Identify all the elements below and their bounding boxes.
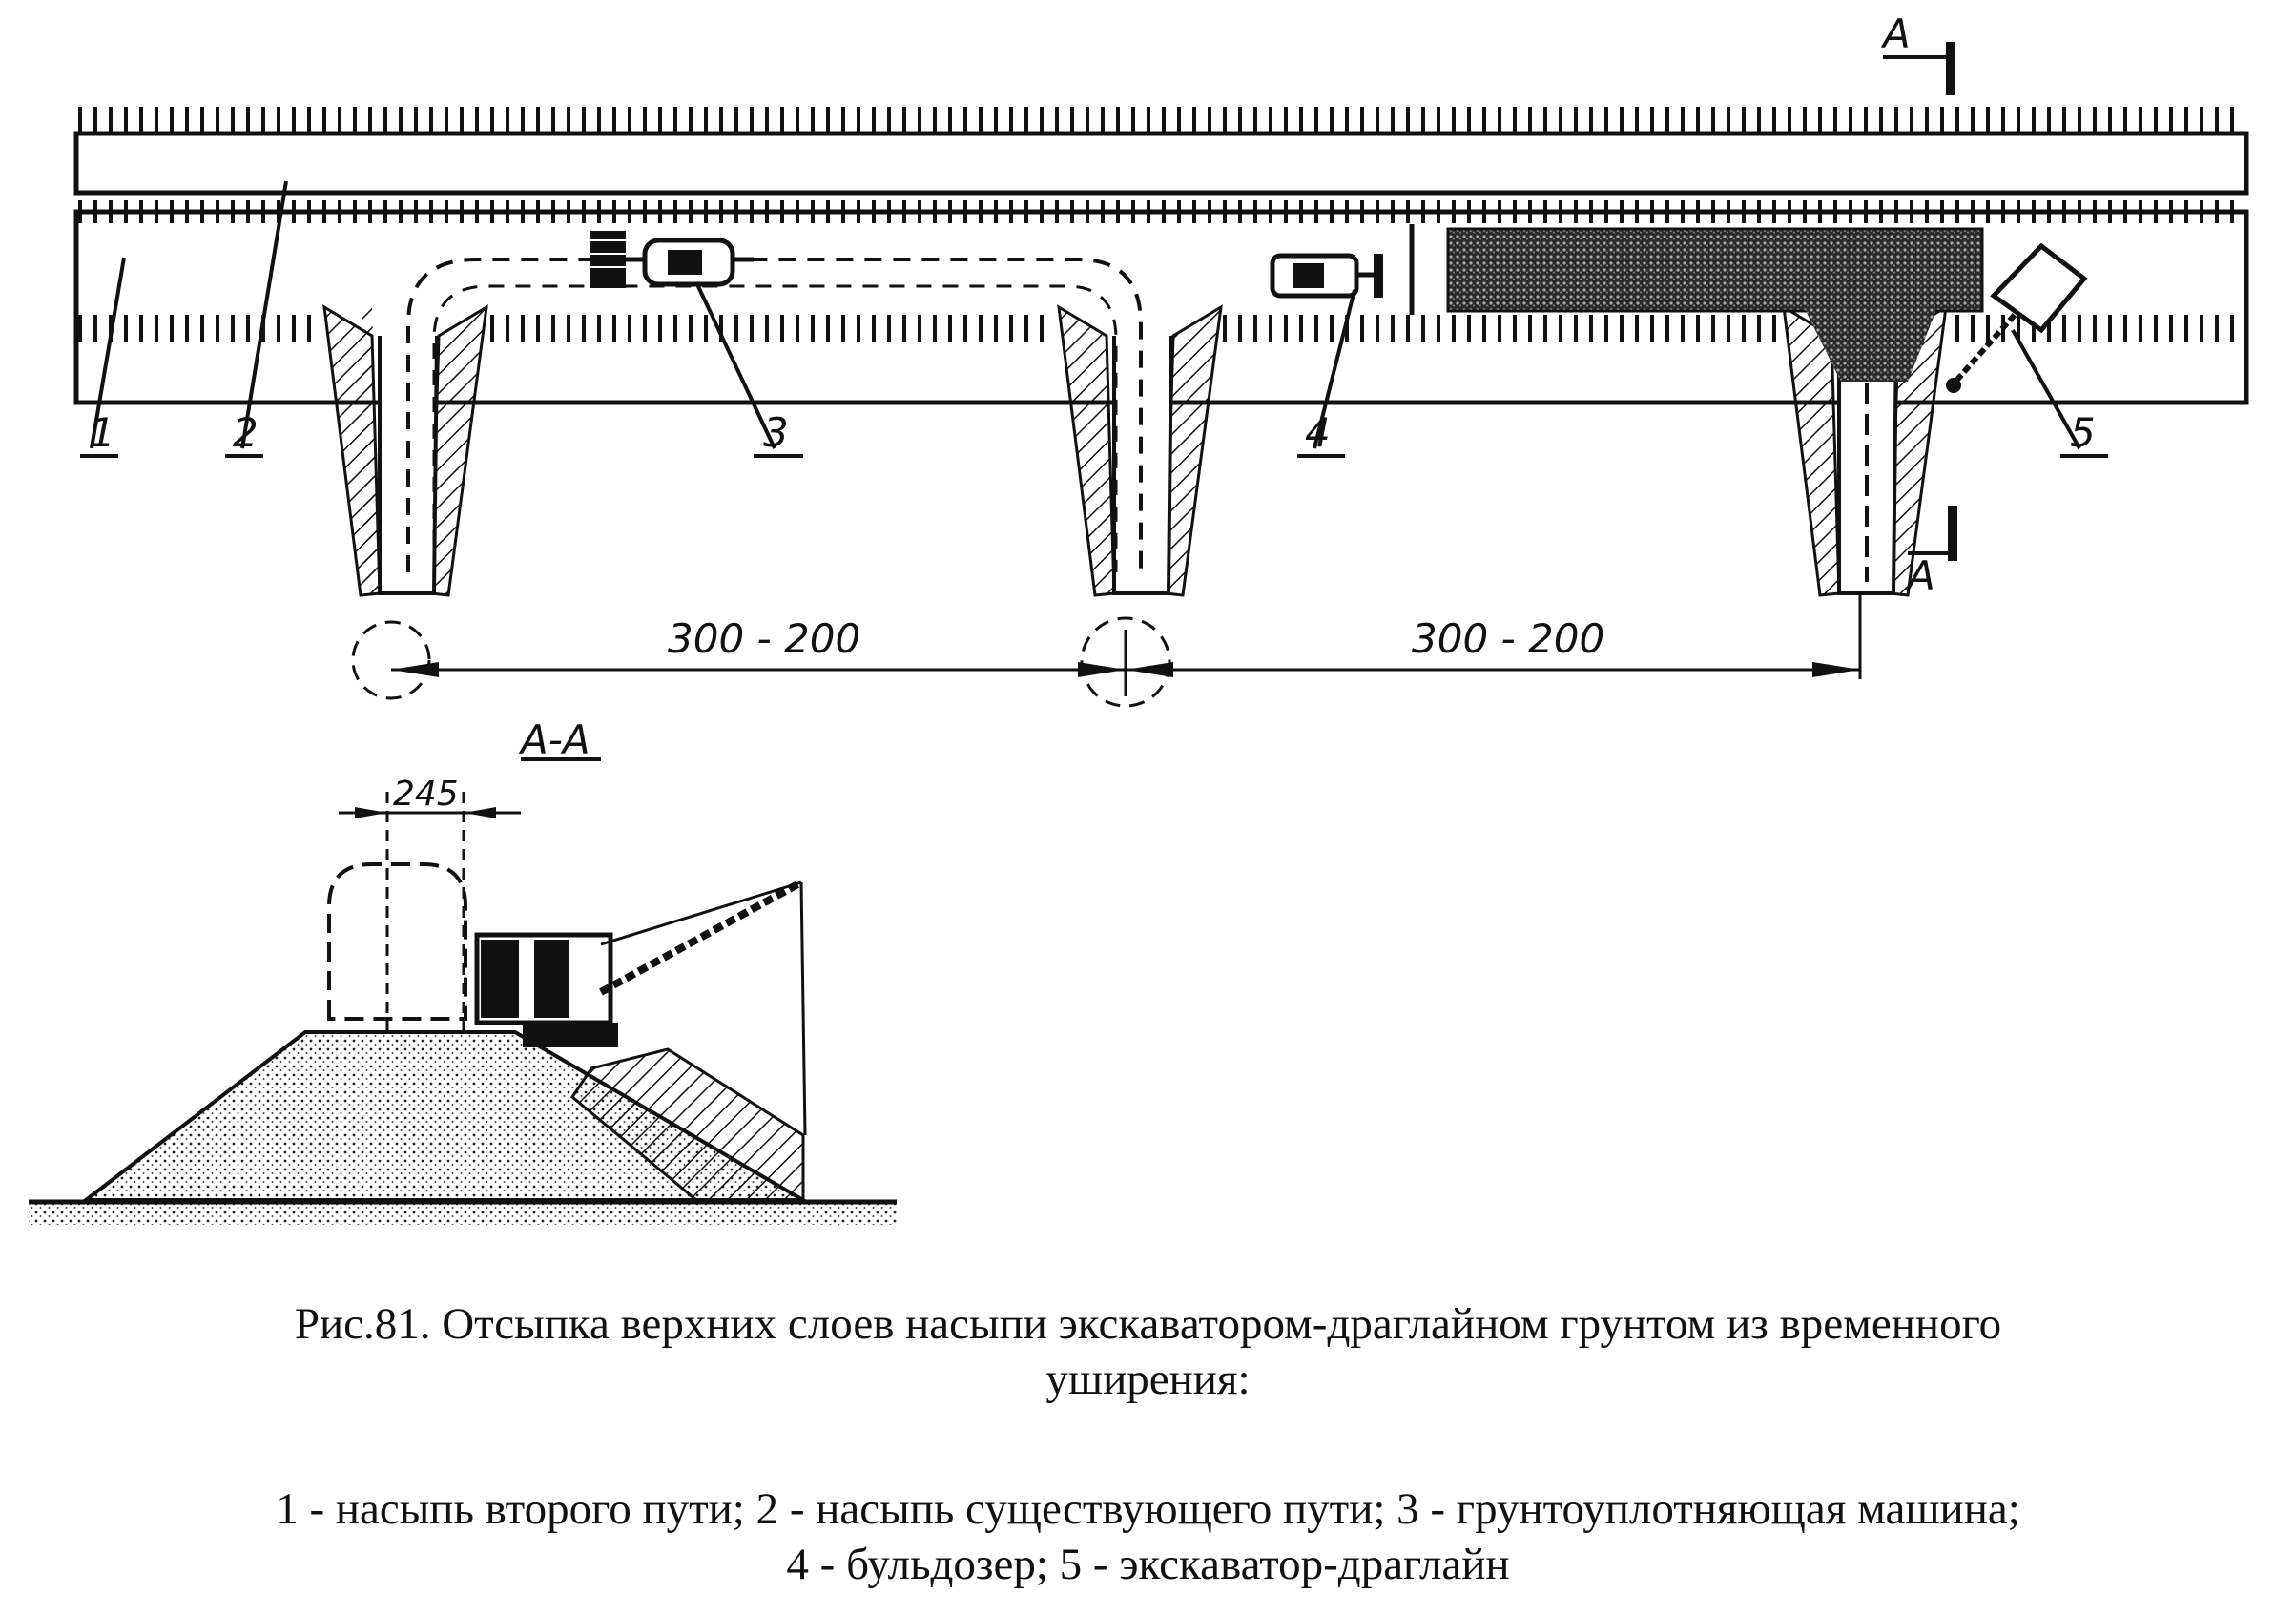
- section-letter-top: A: [1880, 10, 1911, 57]
- dimension-line: [351, 595, 1862, 708]
- callout-2: 2: [233, 409, 259, 456]
- slope-ticks-top: [78, 107, 2234, 132]
- caption-title-line1: Рис.81. Отсыпка верхних слоев насыпи экс…: [294, 1299, 2002, 1349]
- dimension-width: 245: [393, 775, 459, 814]
- dimension-span-right: 300 - 200: [1412, 615, 1604, 662]
- section-mark-bottom: [1908, 506, 1957, 561]
- vehicle-gauge-outline: [327, 862, 467, 1021]
- section-title: A-A: [518, 716, 590, 763]
- caption-legend-line2: 4 - бульдозер; 5 - экскаватор-драглайн: [786, 1540, 1510, 1589]
- callout-3: 3: [763, 409, 789, 456]
- section-excavator: [474, 879, 807, 1136]
- callout-5: 5: [2070, 409, 2096, 456]
- soil-compactor-machine: [590, 231, 754, 288]
- callout-leaders: [80, 180, 2108, 458]
- plan-view: 1 2 3 4 5 A A 300 - 200 300 - 200: [73, 10, 2249, 708]
- section-mark-top: [1883, 42, 1955, 95]
- technical-drawing: 1 2 3 4 5 A A 300 - 200 300 - 200: [29, 10, 2249, 1225]
- dimension-span-left: 300 - 200: [668, 615, 860, 662]
- bulldozer: [1270, 253, 1383, 299]
- dragline-excavator: [1946, 242, 2088, 393]
- temporary-widening-1: [322, 304, 488, 597]
- caption-title-line2: уширения:: [1045, 1355, 1251, 1404]
- callout-4: 4: [1305, 409, 1331, 456]
- section-view: A-A 245: [29, 716, 897, 1225]
- slope-ticks-middle: [78, 200, 2234, 223]
- compactor-route: [406, 258, 1143, 572]
- callout-1: 1: [90, 409, 115, 456]
- section-letter-bottom: A: [1905, 552, 1935, 599]
- caption-legend-line1: 1 - насыпь второго пути; 2 - насыпь суще…: [276, 1484, 2020, 1534]
- existing-track-embankment: [73, 131, 2249, 196]
- temporary-widening-2: [1057, 304, 1223, 597]
